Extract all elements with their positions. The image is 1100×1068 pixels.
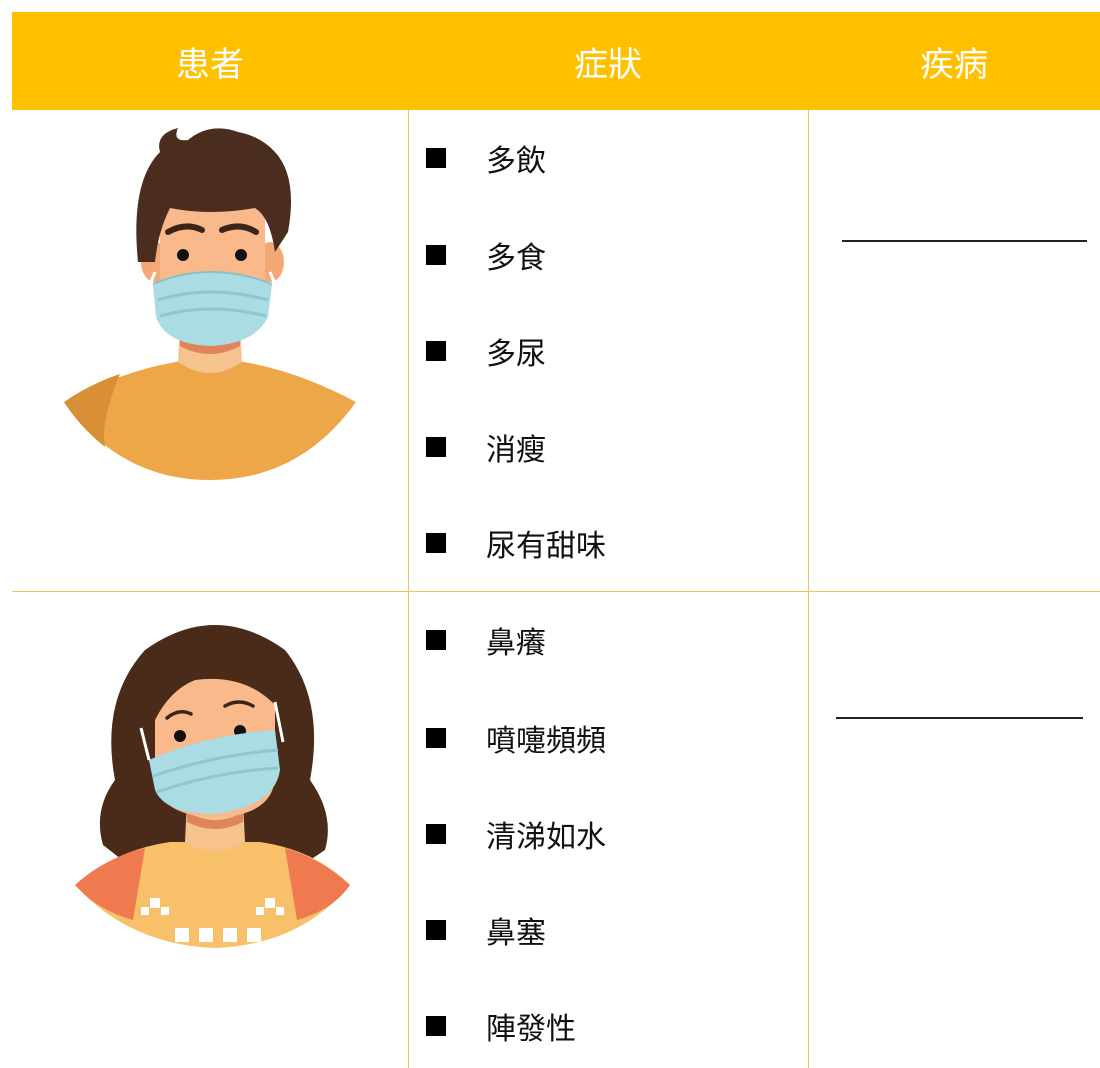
list-item: 多尿 xyxy=(426,326,546,376)
square-bullet-icon xyxy=(426,920,446,940)
list-item: 清涕如水 xyxy=(426,809,606,859)
column-divider xyxy=(408,110,409,1068)
square-bullet-icon xyxy=(426,630,446,650)
square-bullet-icon xyxy=(426,1016,446,1036)
disease-answer-blank[interactable] xyxy=(836,717,1083,719)
list-item: 尿有甜味 xyxy=(426,518,606,568)
row-divider xyxy=(12,591,1100,592)
square-bullet-icon xyxy=(426,245,446,265)
list-item: 鼻塞 xyxy=(426,905,546,955)
list-item: 噴嚏頻頻 xyxy=(426,713,606,763)
table-header: 患者 症狀 疾病 xyxy=(12,12,1100,110)
square-bullet-icon xyxy=(426,341,446,361)
list-item: 多食 xyxy=(426,230,546,280)
square-bullet-icon xyxy=(426,824,446,844)
header-disease: 疾病 xyxy=(920,44,988,85)
header-symptoms: 症狀 xyxy=(574,44,642,85)
disease-answer-blank[interactable] xyxy=(842,240,1087,242)
square-bullet-icon xyxy=(426,533,446,553)
square-bullet-icon xyxy=(426,148,446,168)
column-divider xyxy=(808,110,809,1068)
square-bullet-icon xyxy=(426,728,446,748)
list-item: 鼻癢 xyxy=(426,615,546,665)
list-item: 消瘦 xyxy=(426,422,546,472)
square-bullet-icon xyxy=(426,437,446,457)
woman-with-face-mask-icon xyxy=(75,625,350,948)
list-item: 多飲 xyxy=(426,133,546,183)
list-item: 陣發性 xyxy=(426,1001,576,1051)
man-with-face-mask-icon xyxy=(64,128,356,480)
header-patient: 患者 xyxy=(176,44,244,85)
